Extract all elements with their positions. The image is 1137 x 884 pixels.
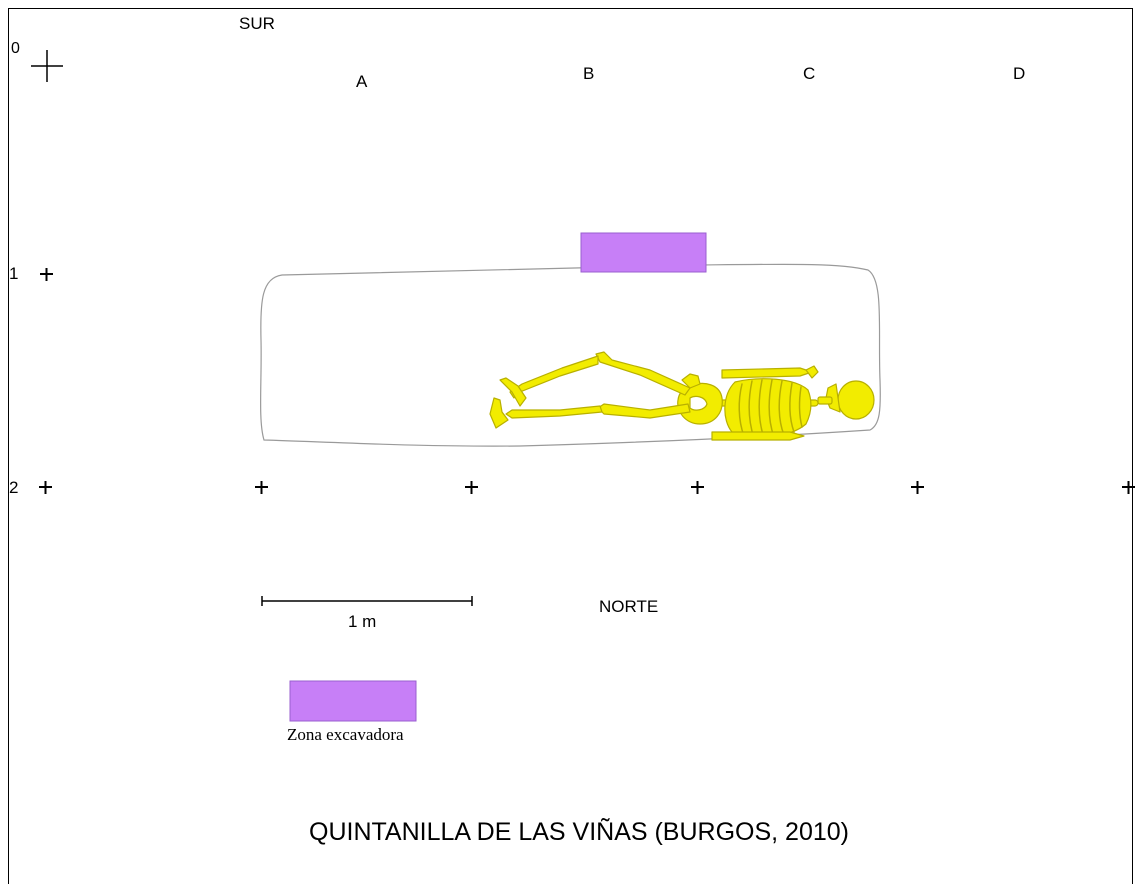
- grid-marker-icon: [911, 481, 924, 494]
- column-label-d: D: [1013, 64, 1026, 83]
- crosshair-icon: [31, 50, 63, 82]
- grid-marker-icon: [1122, 481, 1135, 494]
- grid-marker-icon: [39, 481, 52, 494]
- legend-swatch: [289, 680, 417, 722]
- skeleton-icon: [489, 351, 875, 441]
- scale-bar: [261, 596, 473, 606]
- grid-marker-icon: [691, 481, 704, 494]
- excavation-zone: [580, 232, 707, 273]
- sur-label: SUR: [239, 14, 275, 33]
- grid-markers: [39, 268, 1135, 494]
- drawing-frame: [8, 8, 1133, 884]
- grid-marker-icon: [465, 481, 478, 494]
- row-label-1: 1: [9, 264, 19, 283]
- legend-label: Zona excavadora: [287, 725, 404, 744]
- page-title: QUINTANILLA DE LAS VIÑAS (BURGOS, 2010): [309, 818, 849, 846]
- column-label-b: B: [583, 64, 595, 83]
- grid-marker-icon: [255, 481, 268, 494]
- column-label-a: A: [356, 72, 368, 91]
- row-label-2: 2: [9, 478, 19, 497]
- norte-label: NORTE: [599, 597, 659, 616]
- scale-label: 1 m: [348, 612, 377, 631]
- row-label-0: 0: [11, 40, 20, 57]
- grid-marker-icon: [40, 268, 53, 281]
- column-label-c: C: [803, 64, 816, 83]
